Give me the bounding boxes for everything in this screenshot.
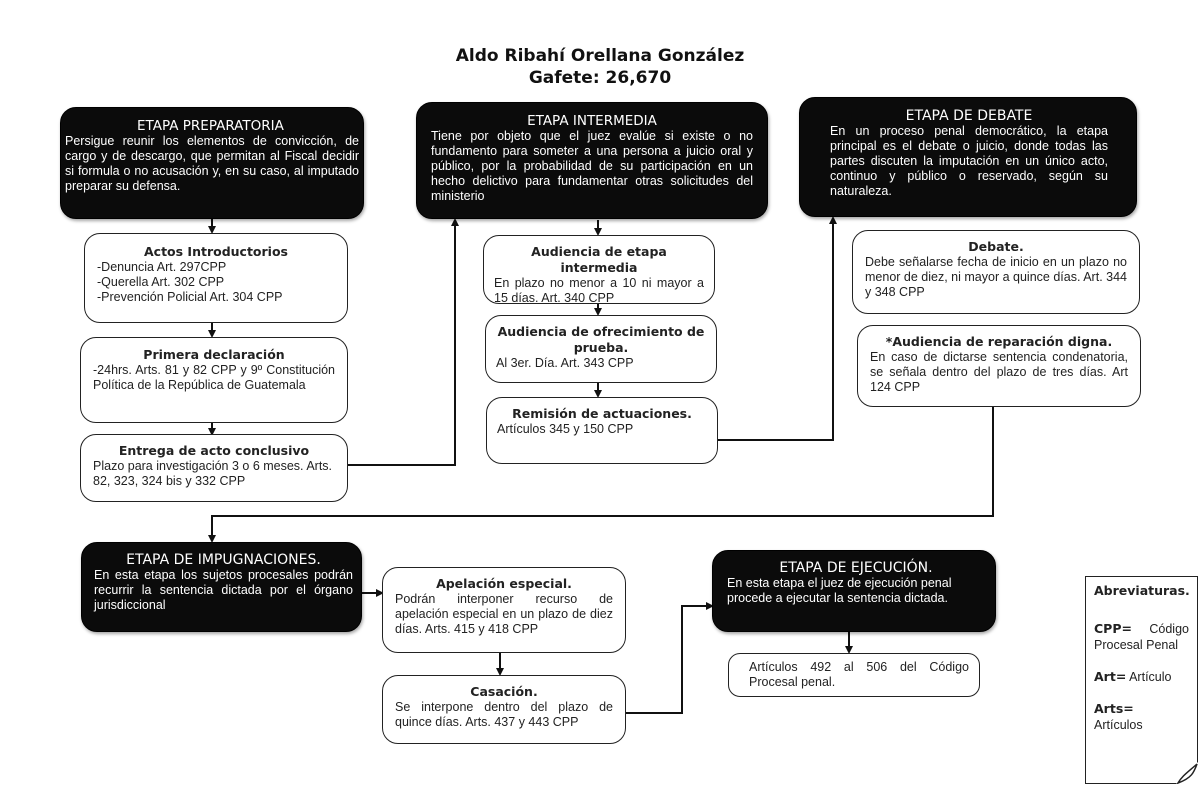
etapa-ejecucion-title: ETAPA DE EJECUCIÓN. (779, 560, 933, 576)
primera-declaracion-title: Primera declaración (143, 347, 285, 362)
debate-text: Debe señalarse fecha de inicio en un pla… (865, 255, 1127, 299)
audiencia-intermedia-box: Audiencia de etapa intermedia En plazo n… (483, 235, 715, 304)
etapa-debate-title: ETAPA DE DEBATE (905, 108, 1033, 124)
ofrecimiento-prueba-title: Audiencia de ofrecimiento de prueba. (497, 324, 705, 355)
remision-actuaciones-box: Remisión de actuaciones. Artículos 345 y… (486, 397, 718, 464)
arrow-debate-impugnaciones (208, 406, 994, 543)
arrow-remision-debate (718, 216, 837, 441)
etapa-preparatoria-text: Persigue reunir los elementos de convicc… (65, 134, 359, 193)
arrow-casacion-ejecucion (626, 602, 714, 714)
etapa-impugnaciones-text: En esta etapa los sujetos procesales pod… (94, 568, 353, 612)
abreviatura-arts: Arts= Artículos (1094, 701, 1189, 733)
primera-declaracion-box: Primera declaración -24hrs. Arts. 81 y 8… (80, 337, 348, 423)
apelacion-especial-box: Apelación especial. Podrán interponer re… (382, 567, 626, 653)
etapa-intermedia-box: ETAPA INTERMEDIA Tiene por objeto que el… (416, 102, 768, 219)
casacion-title: Casación. (470, 684, 538, 699)
articulos-ejecucion-box: Artículos 492 al 506 del Código Procesal… (728, 653, 980, 697)
abreviaturas-note: Abreviaturas. CPP= Código Procesal Penal… (1085, 576, 1198, 784)
abreviatura-cpp-value: Código Procesal Penal (1094, 622, 1189, 652)
etapa-impugnaciones-box: ETAPA DE IMPUGNACIONES. En esta etapa lo… (81, 542, 362, 632)
abreviatura-arts-value: Artículos (1094, 718, 1143, 732)
debate-box: Debate. Debe señalarse fecha de inicio e… (852, 230, 1140, 314)
actos-item-prevencion: -Prevención Policial Art. 304 CPP (97, 290, 283, 304)
abreviatura-art-value: Artículo (1129, 670, 1172, 684)
etapa-intermedia-text: Tiene por objeto que el juez evalúe si e… (431, 129, 753, 203)
gafete-label: Gafete: 26,670 (528, 68, 672, 88)
etapa-preparatoria-box: ETAPA PREPARATORIA Persigue reunir los e… (60, 107, 364, 219)
articulos-ejecucion-text: Artículos 492 al 506 del Código Procesal… (749, 660, 969, 689)
abreviaturas-title: Abreviaturas. (1094, 583, 1190, 598)
actos-introductorios-box: Actos Introductorios -Denuncia Art. 297C… (84, 233, 348, 323)
audiencia-intermedia-text: En plazo no menor a 10 ni mayor a 15 día… (494, 276, 704, 304)
reparacion-digna-text: En caso de dictarse sentencia condenator… (870, 350, 1128, 394)
reparacion-digna-title: *Audiencia de reparación digna. (885, 334, 1113, 349)
ofrecimiento-prueba-box: Audiencia de ofrecimiento de prueba. Al … (485, 315, 717, 383)
abreviatura-art-key: Art= (1094, 669, 1127, 684)
audiencia-intermedia-title: Audiencia de etapa intermedia (531, 244, 667, 275)
etapa-debate-text: En un proceso penal democrático, la etap… (830, 124, 1108, 198)
abreviatura-cpp: CPP= Código Procesal Penal (1094, 621, 1189, 653)
remision-actuaciones-title: Remisión de actuaciones. (512, 406, 692, 421)
remision-actuaciones-text: Artículos 345 y 150 CPP (497, 422, 634, 436)
debate-title: Debate. (968, 239, 1024, 254)
author-name: Aldo Ribahí Orellana González (455, 46, 745, 66)
actos-item-querella: -Querella Art. 302 CPP (97, 275, 225, 289)
etapa-ejecucion-text: En esta etapa el juez de ejecución penal… (727, 576, 952, 605)
entrega-acto-title: Entrega de acto conclusivo (118, 443, 310, 458)
actos-introductorios-title: Actos Introductorios (143, 244, 288, 259)
apelacion-especial-text: Podrán interponer recurso de apelación e… (395, 592, 613, 636)
casacion-box: Casación. Se interpone dentro del plazo … (382, 675, 626, 744)
ofrecimiento-prueba-text: Al 3er. Día. Art. 343 CPP (496, 356, 634, 370)
primera-declaracion-text: -24hrs. Arts. 81 y 82 CPP y 9º Constituc… (93, 363, 335, 392)
arrow-entrega-intermedia (348, 218, 459, 466)
etapa-ejecucion-box: ETAPA DE EJECUCIÓN. En esta etapa el jue… (712, 550, 996, 632)
actos-item-denuncia: -Denuncia Art. 297CPP (97, 260, 227, 274)
etapa-intermedia-title: ETAPA INTERMEDIA (527, 113, 657, 129)
page-curl-icon (1176, 762, 1198, 784)
apelacion-especial-title: Apelación especial. (436, 576, 572, 591)
abreviatura-arts-key: Arts= (1094, 701, 1134, 716)
etapa-debate-box: ETAPA DE DEBATE En un proceso penal demo… (799, 97, 1137, 217)
etapa-impugnaciones-title: ETAPA DE IMPUGNACIONES. (126, 552, 321, 568)
etapa-preparatoria-title: ETAPA PREPARATORIA (137, 118, 284, 134)
casacion-text: Se interpone dentro del plazo de quince … (395, 700, 613, 729)
entrega-acto-box: Entrega de acto conclusivo Plazo para in… (80, 434, 348, 502)
abreviatura-art: Art= Artículo (1094, 669, 1189, 685)
entrega-acto-text: Plazo para investigación 3 o 6 meses. Ar… (93, 459, 333, 488)
reparacion-digna-box: *Audiencia de reparación digna. En caso … (857, 325, 1141, 407)
abreviatura-cpp-key: CPP= (1094, 621, 1132, 636)
